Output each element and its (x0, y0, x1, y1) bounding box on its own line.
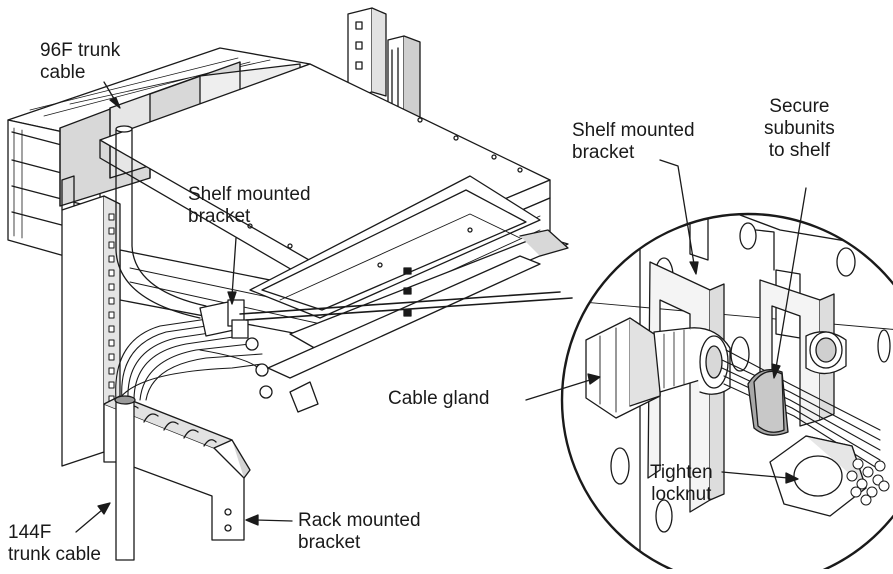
label-tighten-locknut: Tighten locknut (650, 462, 713, 505)
trunk-96f-cable-shape (115, 125, 207, 319)
label-cable-gland: Cable gland (388, 388, 490, 409)
fiber-ends (846, 458, 890, 506)
rack-mounted-bracket-shape (103, 395, 251, 541)
label-secure-subunits: Secure subunits to shelf (764, 96, 835, 161)
leader-lines (75, 81, 807, 533)
fiber-bundle (115, 317, 263, 401)
trunk-144f-cable-shape (114, 395, 136, 561)
label-shelf-mounted-bracket-left: Shelf mounted bracket (188, 184, 311, 227)
detail-circle-border (560, 212, 893, 574)
label-rack-mounted-bracket: Rack mounted bracket (298, 510, 421, 553)
detail-magnified-view (562, 214, 893, 574)
label-144f-trunk-cable: 144F trunk cable (8, 522, 101, 565)
rear-rack-post (347, 7, 421, 123)
detail-callout-lines (239, 291, 573, 321)
label-96f-trunk-cable: 96F trunk cable (40, 40, 121, 83)
label-shelf-mounted-bracket-right: Shelf mounted bracket (572, 120, 695, 163)
left-cable-glands (199, 299, 273, 399)
